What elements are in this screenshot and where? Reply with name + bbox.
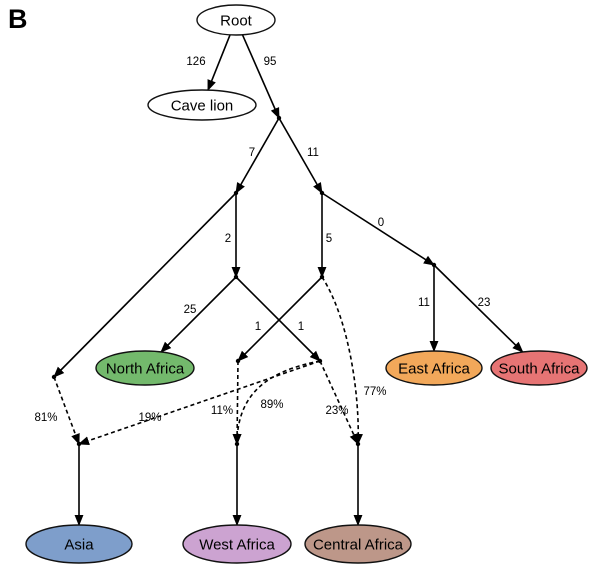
- edge-label-j8-to-j10: 19%: [138, 412, 161, 424]
- edge-root-to-cave_lion: [207, 34, 231, 92]
- edge-label-j4-to-j8: 1: [298, 321, 304, 333]
- edge-label-j1-to-j2: 7: [249, 147, 255, 159]
- node-south-africa: South Africa: [490, 350, 588, 386]
- node-ellipse-south-africa: [490, 350, 588, 386]
- node-ellipse-west-africa: [182, 524, 292, 564]
- edge-j1-to-j3: [278, 117, 323, 194]
- junctions-layer: [51, 115, 437, 447]
- edge-label-j6-to-south_africa: 23: [478, 297, 491, 309]
- node-ellipse-central-africa: [304, 524, 412, 564]
- edge-j6-to-south_africa: [433, 264, 524, 353]
- edge-label-j8-to-j11: 89%: [260, 399, 283, 411]
- edge-j3-to-j6: [321, 192, 435, 266]
- edge-label-j3-to-j5: 5: [326, 233, 332, 245]
- node-ellipse-asia: [25, 524, 133, 564]
- edge-j7-to-j11: [232, 360, 242, 446]
- node-ellipse-root: [196, 4, 276, 36]
- junction-point-j8: [317, 358, 323, 364]
- edge-label-j8-to-j12: 23%: [325, 405, 348, 417]
- node-east-africa: East Africa: [385, 350, 483, 386]
- junction-point-j10: [76, 441, 82, 447]
- edge-root-to-j1: [241, 34, 280, 120]
- edge-j8-to-j11: [232, 360, 321, 446]
- node-label-west-africa: West Africa: [199, 537, 275, 554]
- node-label-cave-lion: Cave lion: [171, 98, 234, 115]
- junction-point-j2: [233, 190, 239, 196]
- junction-point-j11: [234, 441, 240, 447]
- edge-label-j1-to-j3: 11: [307, 147, 319, 159]
- node-label-north-africa: North Africa: [106, 361, 185, 378]
- edge-j8-to-j12: [319, 360, 359, 446]
- edge-label-j5-to-j7: 1: [255, 321, 261, 333]
- edge-j1-to-j2: [235, 117, 280, 194]
- edge-label-j4-to-north_africa: 25: [184, 304, 197, 316]
- junction-point-j12: [355, 441, 361, 447]
- edge-label-j5-to-j12: 77%: [363, 386, 386, 398]
- node-asia: Asia: [25, 524, 133, 564]
- edge-label-j2-to-j4: 2: [225, 233, 231, 245]
- node-label-asia: Asia: [64, 537, 94, 554]
- edge-label-root-to-cave_lion: 126: [186, 56, 205, 68]
- node-west-africa: West Africa: [182, 524, 292, 564]
- junction-point-j5: [319, 274, 325, 280]
- edge-j4-to-north_africa: [160, 276, 237, 353]
- node-label-root: Root: [220, 13, 253, 30]
- edge-label-j7-to-j11: 11%: [211, 405, 233, 417]
- junction-point-j1: [276, 115, 282, 121]
- edge-j5-to-j12: [321, 276, 363, 446]
- junction-point-j3: [319, 190, 325, 196]
- panel-label: B: [8, 4, 28, 34]
- node-label-central-africa: Central Africa: [313, 537, 404, 554]
- edge-j9-to-j10: [53, 376, 80, 446]
- node-root: Root: [196, 4, 276, 36]
- edge-j5-to-j7: [237, 276, 323, 362]
- edge-label-j6-to-east_africa: 11: [418, 297, 430, 309]
- node-ellipse-east-africa: [385, 350, 483, 386]
- node-ellipse-cave-lion: [147, 89, 257, 121]
- edge-j2-to-j9: [53, 192, 237, 378]
- node-central-africa: Central Africa: [304, 524, 412, 564]
- node-cave-lion: Cave lion: [147, 89, 257, 121]
- edge-label-root-to-j1: 95: [264, 56, 277, 68]
- junction-point-j9: [51, 374, 57, 380]
- node-ellipse-north-africa: [95, 350, 195, 386]
- edge-label-j3-to-j6: 0: [378, 217, 384, 229]
- edge-j4-to-j8: [235, 276, 321, 362]
- node-north-africa: North Africa: [95, 350, 195, 386]
- junction-point-j6: [431, 262, 437, 268]
- edges-layer: [53, 34, 524, 527]
- edge-label-j9-to-j10: 81%: [34, 412, 57, 424]
- edge-j8-to-j10: [77, 360, 321, 445]
- node-label-south-africa: South Africa: [499, 361, 581, 378]
- node-label-east-africa: East Africa: [398, 361, 470, 378]
- junction-point-j4: [233, 274, 239, 280]
- junction-point-j7: [235, 358, 241, 364]
